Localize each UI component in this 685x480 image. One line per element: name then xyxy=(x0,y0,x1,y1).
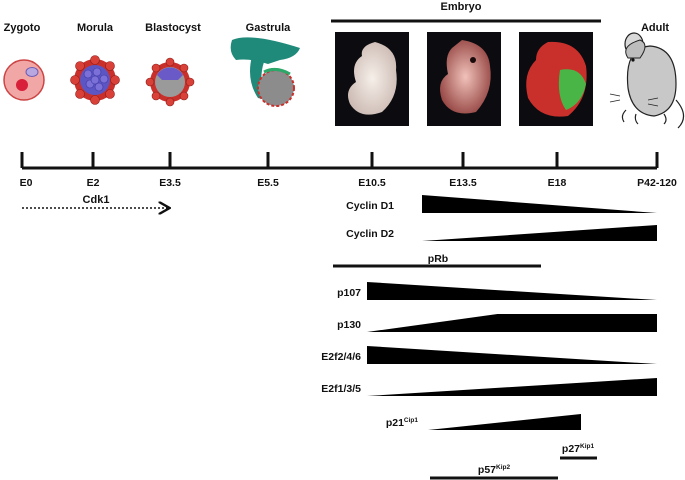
timeline-tick-label: E18 xyxy=(548,177,567,189)
expression-label: Cyclin D2 xyxy=(346,228,394,240)
stage-label-adult: Adult xyxy=(641,22,669,34)
stage-label-zygote: Zygoto xyxy=(4,22,41,34)
mouse-icon xyxy=(609,32,685,129)
timeline-tick-label: E10.5 xyxy=(358,177,386,189)
timeline-tick-label: P42-120 xyxy=(637,177,677,189)
expression-label: p27Kip1 xyxy=(562,443,595,455)
expression-wedge xyxy=(422,225,657,241)
stage-label-blastocyst: Blastocyst xyxy=(145,22,201,34)
gastrula-icon xyxy=(230,37,300,107)
timeline-tick-label: E3.5 xyxy=(159,177,181,189)
zygote-cell-icon xyxy=(3,59,45,101)
expression-label: Cyclin D1 xyxy=(346,200,394,212)
stage-label-embryo: Embryo xyxy=(441,1,482,13)
timeline-tick-label: E0 xyxy=(20,177,33,189)
expression-profiles: Cyclin D1 Cyclin D2 pRb p107 p130E2f2/4/6E2f… xyxy=(321,195,657,480)
timeline-tick-label: E5.5 xyxy=(257,177,279,189)
blastocyst-icon xyxy=(145,57,195,107)
expression-label: E2f2/4/6 xyxy=(321,351,361,363)
expression-label: E2f1/3/5 xyxy=(321,383,361,395)
timeline-tick-label: E2 xyxy=(87,177,100,189)
stage-label-gastrula: Gastrula xyxy=(246,22,292,34)
stage-label-morula: Morula xyxy=(77,22,114,34)
embryo-photo-icon xyxy=(335,32,593,126)
expression-label: p107 xyxy=(337,287,361,299)
expression-label: pRb xyxy=(428,253,448,265)
timeline-tick-label: E13.5 xyxy=(449,177,477,189)
expression-label: p130 xyxy=(337,319,361,331)
expression-label: p21Cip1 xyxy=(386,417,419,429)
expression-wedge xyxy=(367,378,657,396)
expression-wedge xyxy=(367,346,657,364)
timeline-ticks: E0 E2 E3.5 E5.5 E10.5 E13.5 E18 P42-120 xyxy=(20,152,677,189)
cdk1-label: Cdk1 xyxy=(83,194,110,206)
expression-wedge xyxy=(428,414,581,430)
expression-wedge xyxy=(367,314,657,332)
expression-label: p57Kip2 xyxy=(478,464,511,476)
expression-wedge xyxy=(367,282,657,300)
morula-cell-cluster-icon xyxy=(70,55,120,105)
expression-wedge xyxy=(422,195,657,213)
